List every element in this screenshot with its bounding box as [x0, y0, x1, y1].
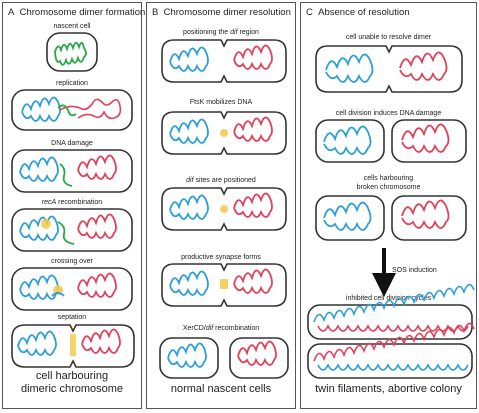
- cell-b-ftsk: [162, 112, 286, 154]
- cell-reca-recombination: [12, 209, 132, 251]
- cell-b-recombined-pair: [160, 338, 288, 378]
- cell-c-division-damage: [316, 120, 466, 162]
- cell-b-dif-positioned: [162, 188, 286, 230]
- cell-c-unresolved: [316, 46, 462, 92]
- cell-dna-damage: [12, 150, 132, 192]
- cell-replication: [12, 90, 132, 130]
- cell-b-positioning: [162, 40, 286, 82]
- cell-septation: [12, 325, 134, 367]
- cell-b-synapse: [162, 264, 286, 306]
- filament-top: [308, 284, 474, 339]
- cell-nascent: [47, 33, 97, 71]
- cell-c-broken-chromosome: [316, 196, 466, 240]
- cell-crossing-over: [12, 268, 132, 310]
- green-chromosome: [55, 43, 86, 65]
- reca-highlight: [41, 219, 51, 229]
